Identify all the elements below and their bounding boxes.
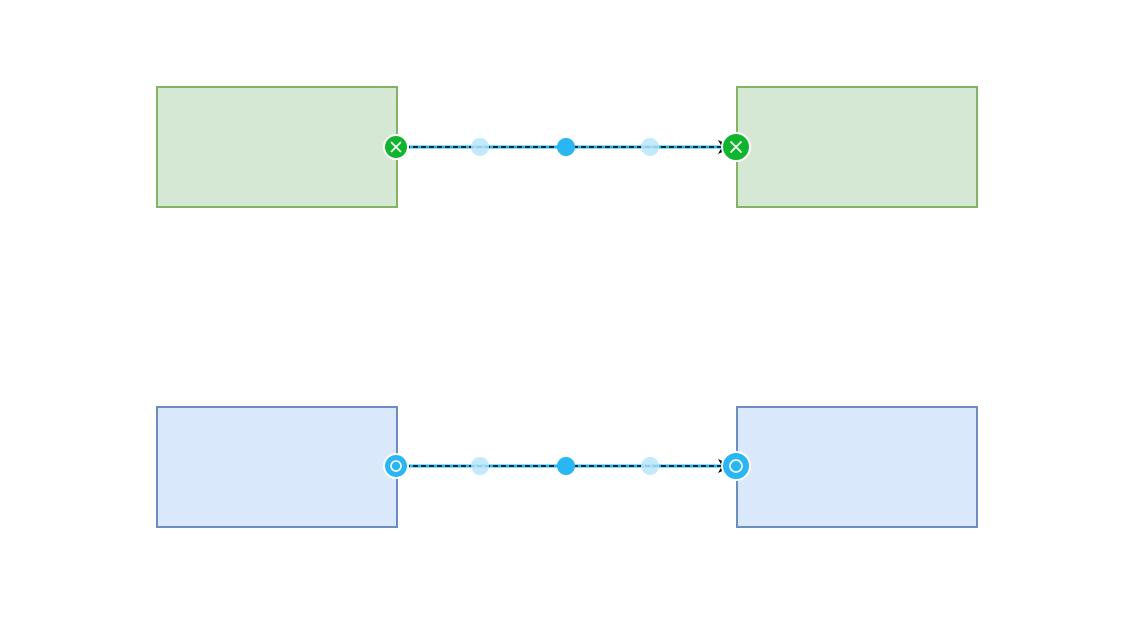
ring-mark-icon bbox=[729, 459, 743, 473]
green-source-terminal-handle[interactable] bbox=[383, 134, 409, 160]
blue-edge-virtual-bend-handle-left[interactable] bbox=[471, 457, 489, 475]
green-edge-virtual-bend-handle-right[interactable] bbox=[641, 138, 659, 156]
green-edge-virtual-bend-handle-left[interactable] bbox=[471, 138, 489, 156]
ring-circle-icon bbox=[721, 451, 751, 481]
blue-edge-midpoint-handle[interactable] bbox=[557, 457, 575, 475]
blue-target-rectangle[interactable] bbox=[736, 406, 978, 528]
blue-source-terminal-handle[interactable] bbox=[383, 453, 409, 479]
blue-source-rectangle[interactable] bbox=[156, 406, 398, 528]
cross-mark-icon bbox=[390, 141, 402, 153]
green-target-rectangle[interactable] bbox=[736, 86, 978, 208]
green-source-rectangle[interactable] bbox=[156, 86, 398, 208]
ring-circle-icon bbox=[383, 453, 409, 479]
ring-mark-icon bbox=[390, 460, 402, 472]
green-target-terminal-handle[interactable] bbox=[721, 132, 751, 162]
row-blue bbox=[156, 406, 978, 528]
blue-edge-virtual-bend-handle-right[interactable] bbox=[641, 457, 659, 475]
green-edge-midpoint-handle[interactable] bbox=[557, 138, 575, 156]
row-green bbox=[156, 86, 978, 208]
blue-target-terminal-handle[interactable] bbox=[721, 451, 751, 481]
cross-mark-icon bbox=[729, 140, 743, 154]
